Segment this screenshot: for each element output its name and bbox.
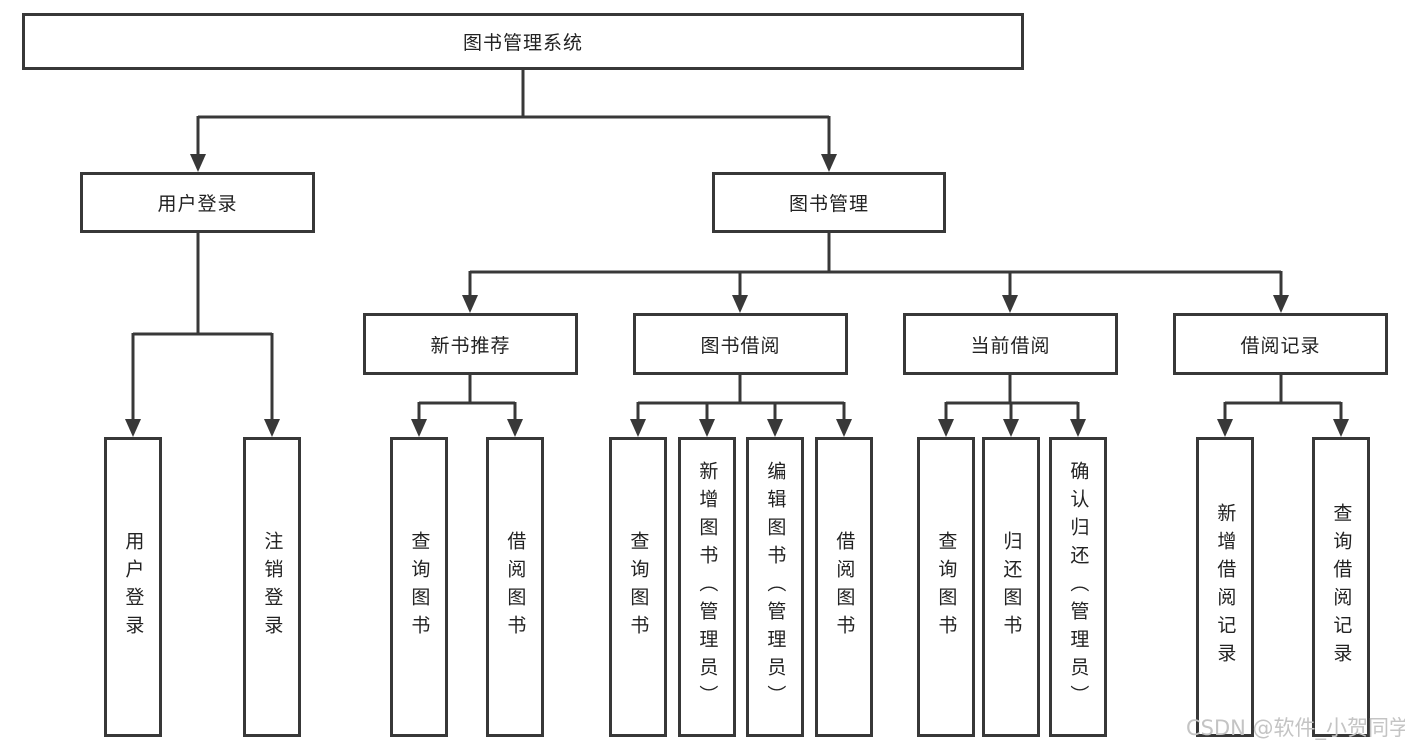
node-label: 查询借阅记录 (1330, 503, 1353, 671)
node-label: 新书推荐 (430, 334, 511, 357)
leaf-borrow-books-borrowing: 借阅图书 (815, 437, 873, 737)
leaf-add-borrowing-record: 新增借阅记录 (1196, 437, 1254, 737)
node-label: 查询图书 (935, 531, 958, 643)
leaf-query-books-current: 查询图书 (917, 437, 975, 737)
leaf-query-books-recommend: 查询图书 (390, 437, 448, 737)
node-label: 确认归还（管理员） (1067, 461, 1090, 713)
node-book-borrowing: 图书借阅 (633, 313, 848, 375)
arrowhead-icons (125, 154, 1349, 437)
node-label: 借阅图书 (504, 531, 527, 643)
leaf-add-book-admin: 新增图书（管理员） (678, 437, 736, 737)
leaf-borrow-books-recommend: 借阅图书 (486, 437, 544, 737)
node-label: 借阅图书 (833, 531, 856, 643)
node-label: 新增图书（管理员） (696, 461, 719, 713)
node-label: 图书借阅 (700, 334, 781, 357)
node-label: 归还图书 (1000, 531, 1023, 643)
watermark: CSDN @软件_小贺同学 (1186, 716, 1405, 740)
node-label: 用户登录 (157, 193, 238, 215)
node-label: 用户登录 (122, 531, 145, 643)
node-label: 查询图书 (627, 531, 650, 643)
leaf-edit-book-admin: 编辑图书（管理员） (746, 437, 804, 737)
node-label: 当前借阅 (970, 334, 1051, 357)
node-label: 新增借阅记录 (1214, 503, 1237, 671)
node-user-login: 用户登录 (80, 172, 315, 233)
node-book-management: 图书管理 (712, 172, 946, 233)
leaf-query-borrowing-record: 查询借阅记录 (1312, 437, 1370, 737)
node-label: 借阅记录 (1240, 334, 1321, 357)
leaf-user-login: 用户登录 (104, 437, 162, 737)
node-label: 注销登录 (261, 531, 284, 643)
leaf-logout: 注销登录 (243, 437, 301, 737)
leaf-return-books: 归还图书 (982, 437, 1040, 737)
leaf-confirm-return-admin: 确认归还（管理员） (1049, 437, 1107, 737)
node-current-borrowing: 当前借阅 (903, 313, 1118, 375)
node-new-book-recommendation: 新书推荐 (363, 313, 578, 375)
node-label: 图书管理系统 (462, 32, 583, 54)
node-library-management-system: 图书管理系统 (22, 13, 1024, 70)
node-label: 编辑图书（管理员） (764, 461, 787, 713)
node-borrowing-records: 借阅记录 (1173, 313, 1388, 375)
node-label: 图书管理 (788, 193, 869, 215)
leaf-query-books-borrowing: 查询图书 (609, 437, 667, 737)
node-label: 查询图书 (408, 531, 431, 643)
